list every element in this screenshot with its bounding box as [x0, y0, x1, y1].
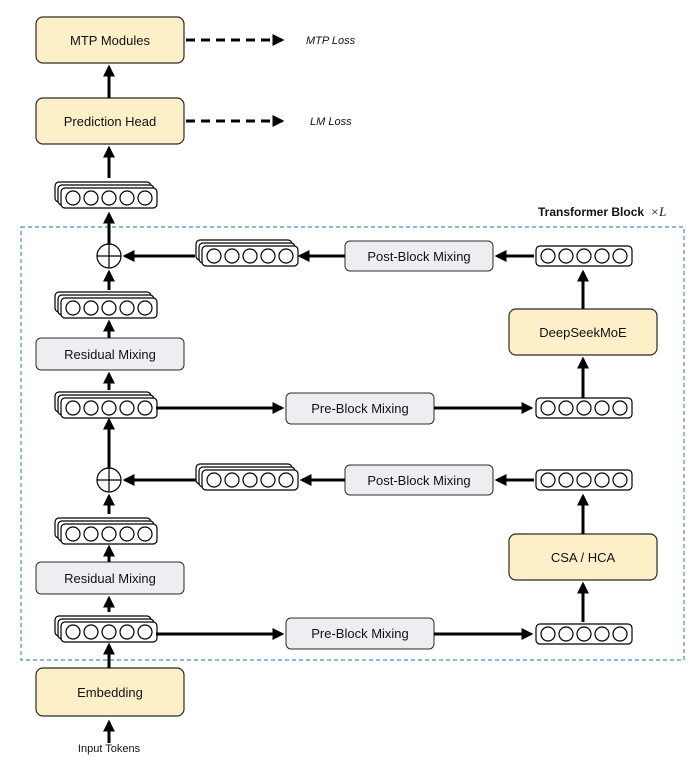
- svg-text:Residual Mixing: Residual Mixing: [64, 347, 156, 362]
- svg-text:Residual Mixing: Residual Mixing: [64, 571, 156, 586]
- pre-block-mixing-upper-box: Pre-Block Mixing: [285, 392, 435, 425]
- token-vector-lower-post: [195, 463, 299, 491]
- svg-text:Post-Block Mixing: Post-Block Mixing: [367, 473, 470, 488]
- residual-mixing-lower-box: Residual Mixing: [35, 561, 185, 595]
- token-vector-moe-out: [535, 245, 633, 267]
- svg-text:Prediction Head: Prediction Head: [64, 114, 157, 129]
- pre-block-mixing-lower-box: Pre-Block Mixing: [285, 617, 435, 650]
- svg-text:Pre-Block Mixing: Pre-Block Mixing: [311, 401, 409, 416]
- lm-loss-label: LM Loss: [310, 116, 352, 128]
- svg-text:CSA / HCA: CSA / HCA: [551, 550, 616, 565]
- post-block-mixing-lower-box: Post-Block Mixing: [344, 464, 494, 496]
- token-vector-lower-residual: [54, 517, 158, 545]
- svg-text:Post-Block Mixing: Post-Block Mixing: [367, 249, 470, 264]
- token-vector-upper-residual: [54, 291, 158, 319]
- residual-add-upper: [96, 243, 122, 269]
- token-vector-top: [54, 181, 158, 209]
- post-block-mixing-upper-box: Post-Block Mixing: [344, 240, 494, 272]
- residual-mixing-upper-box: Residual Mixing: [35, 337, 185, 371]
- svg-text:Pre-Block Mixing: Pre-Block Mixing: [311, 626, 409, 641]
- token-vector-attn-out: [535, 469, 633, 491]
- loss-arrows: [186, 34, 285, 127]
- embedding-box: Embedding: [35, 667, 185, 717]
- token-vector-input: [54, 615, 158, 643]
- mtp-loss-label: MTP Loss: [306, 35, 356, 47]
- input-tokens-label: Input Tokens: [78, 743, 141, 755]
- prediction-head-box: Prediction Head: [35, 97, 185, 145]
- transformer-block-border: [20, 226, 685, 661]
- svg-text:Embedding: Embedding: [77, 685, 143, 700]
- token-vector-moe-in: [535, 397, 633, 419]
- token-vector-attn-in: [535, 623, 633, 645]
- csa-hca-box: CSA / HCA: [508, 533, 658, 581]
- transformer-block-title: Transformer Block ×L: [538, 204, 666, 219]
- svg-text:MTP Modules: MTP Modules: [70, 33, 150, 48]
- token-vector-upper-post: [195, 239, 299, 267]
- svg-text:DeepSeekMoE: DeepSeekMoE: [539, 325, 627, 340]
- residual-add-lower: [96, 467, 122, 493]
- mtp-modules-box: MTP Modules: [35, 16, 185, 64]
- token-vector-upper-pre: [54, 391, 158, 419]
- deepseek-moe-box: DeepSeekMoE: [508, 308, 658, 356]
- arrows: [103, 64, 589, 743]
- token-vectors: [54, 181, 633, 645]
